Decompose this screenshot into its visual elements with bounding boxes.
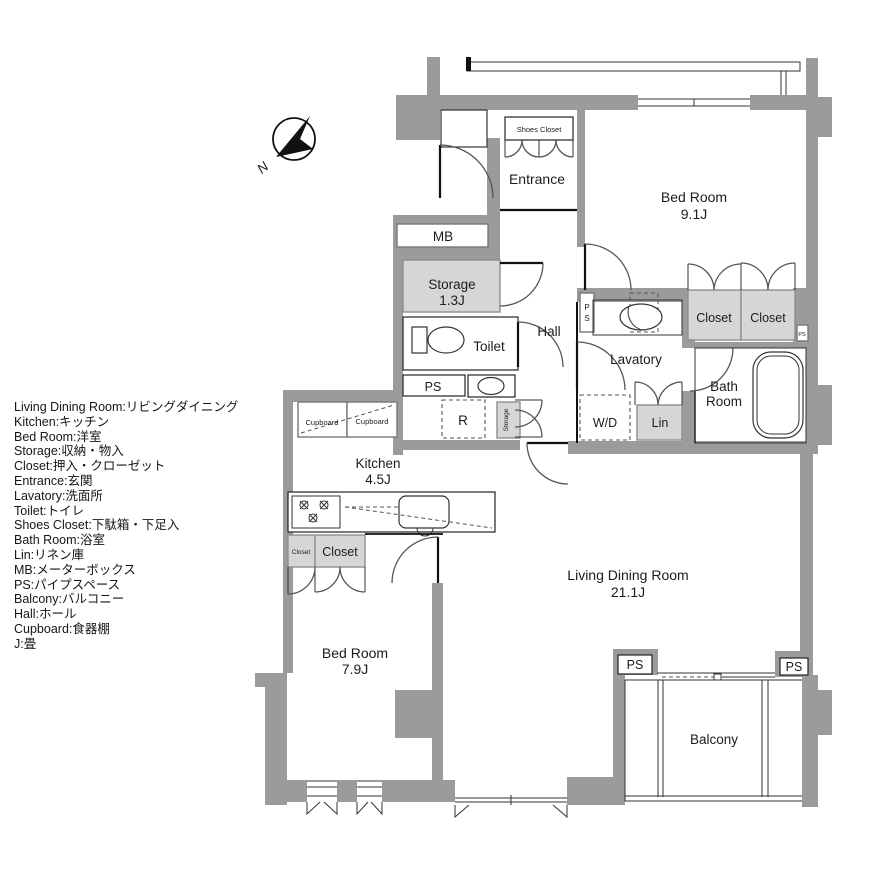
legend-item: Balcony:バルコニー: [14, 592, 125, 607]
bath-room-area: [694, 347, 807, 444]
entrance-alcove: [440, 109, 488, 148]
room-labels: Shoes Closet Entrance Bed Room 9.1J MB S…: [292, 125, 806, 747]
legend-item: Closet:押入・クローゼット: [14, 459, 166, 474]
mb-label: MB: [433, 229, 453, 244]
ps-lavatory-box: [579, 292, 595, 333]
closet-b-label: Closet: [750, 311, 786, 325]
closet-a-label: Closet: [696, 311, 732, 325]
compass-north-label: N: [254, 159, 271, 177]
lavatory-label: Lavatory: [610, 352, 662, 367]
legend-item: Kitchen:キッチン: [14, 414, 110, 429]
ps-ldk-right-label: PS: [786, 660, 803, 674]
shoes-closet-label: Shoes Closet: [517, 125, 563, 134]
legend-item: Bath Room:浴室: [14, 533, 106, 548]
bedroom2-label: Bed Room: [322, 645, 388, 661]
ldk-size: 21.1J: [611, 584, 645, 600]
kitchen-size: 4.5J: [365, 472, 391, 487]
closet-d-label: Closet: [322, 545, 358, 559]
balcony-label: Balcony: [690, 732, 738, 747]
small-storage-box: [496, 401, 521, 439]
storage-label: Storage: [428, 277, 475, 292]
legend-item: Storage:収納・物入: [14, 444, 124, 459]
ps-ldk-left-box: [617, 654, 653, 675]
balcony-outline: [624, 679, 802, 802]
bedroom1-size: 9.1J: [681, 206, 707, 222]
cupboard2-box: [346, 401, 398, 438]
corridor-railing: [466, 61, 801, 72]
bedroom2-size: 7.9J: [342, 661, 368, 677]
lavatory-sink-icon: [619, 303, 663, 331]
cupboard1-label: Cupboard: [306, 418, 339, 427]
ps-toilet-box: [402, 374, 466, 397]
legend-item: Shoes Closet:下駄箱・下足入: [14, 518, 180, 533]
partitions: [365, 208, 696, 535]
legend-item: Living Dining Room:リビングダイニング: [14, 400, 239, 414]
toilet-icon: [411, 326, 465, 354]
ps-small-box: [796, 324, 809, 342]
service-boxes: [297, 109, 809, 676]
legend-item: PS:パイプスペース: [14, 577, 121, 592]
ps-ldk-left-label: PS: [627, 658, 644, 672]
bathtub-icon: [752, 351, 804, 439]
ps-lavatory-label-p: P: [584, 303, 589, 312]
basin-icon: [477, 376, 505, 396]
bathroom-label-1: Bath: [710, 379, 738, 394]
storage-room: [402, 259, 501, 313]
compass-icon: N: [254, 116, 316, 177]
toilet-room: [402, 316, 519, 396]
mb-box: [396, 223, 489, 248]
closet-c-label: Closet: [292, 549, 311, 556]
storage-areas: [287, 259, 796, 568]
legend-item: Bed Room:洋室: [14, 429, 102, 444]
closet-d-box: [314, 534, 366, 568]
refrigerator-box: [441, 399, 486, 439]
legend-item: Toilet:トイレ: [14, 503, 85, 518]
hall-label: Hall: [537, 324, 560, 339]
linen-label: Lin: [652, 416, 669, 430]
closet-a-box: [687, 289, 742, 341]
vanity-counter: [592, 299, 683, 336]
legend-item: Hall:ホール: [14, 607, 77, 622]
ps-small-label: PS: [798, 332, 806, 338]
entrance-label: Entrance: [509, 171, 565, 187]
legend-item: Lin:リネン庫: [14, 547, 85, 562]
legend-item: Cupboard:食器棚: [14, 621, 110, 636]
ps-ldk-right-box: [779, 657, 809, 676]
closet-b-box: [740, 289, 796, 341]
kitchen-label: Kitchen: [355, 456, 400, 471]
ps-lavatory-label-s: S: [584, 314, 589, 323]
legend-item: Lavatory:洗面所: [14, 488, 103, 503]
washer-dryer-label: W/D: [593, 416, 617, 430]
washer-dryer-box: [579, 394, 631, 441]
bathroom-label-2: Room: [706, 394, 742, 409]
kitchen-counter: [287, 491, 496, 533]
legend-item: MB:メーターボックス: [14, 562, 136, 577]
storage-size: 1.3J: [439, 293, 465, 308]
kitchen-fixtures: [287, 404, 496, 537]
cupboard2-label: Cupboard: [356, 417, 389, 426]
legend-item: Entrance:玄関: [14, 473, 93, 488]
cupboard1-box: [297, 401, 348, 438]
lavatory-fixtures: [592, 292, 683, 336]
toilet-label: Toilet: [473, 339, 505, 354]
closet-c-box: [287, 534, 316, 568]
legend-item: J:畳: [14, 636, 37, 651]
ldk-label: Living Dining Room: [567, 567, 688, 583]
stove-icon: [291, 495, 341, 529]
linen-box: [636, 404, 683, 441]
doors: [287, 139, 796, 595]
ps-toilet-label: PS: [425, 380, 442, 394]
windows: [306, 57, 801, 819]
small-storage-label: Storage: [503, 408, 510, 431]
refrigerator-label: R: [458, 413, 468, 428]
legend: Living Dining Room:リビングダイニング Kitchen:キッチ…: [14, 400, 304, 652]
bedroom1-label: Bed Room: [661, 189, 727, 205]
